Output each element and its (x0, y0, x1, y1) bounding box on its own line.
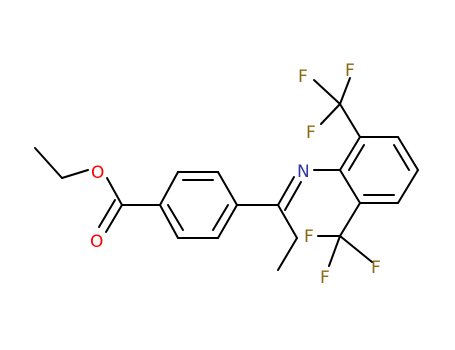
ester-group (98, 177, 161, 233)
bond-o-carbonyl-c (106, 177, 123, 206)
bond-cf3-top-f3 (320, 103, 341, 125)
ring2-inner-2 (393, 144, 410, 171)
bottom-cf3-group (317, 202, 373, 267)
bond-cf3-bottom-f3 (339, 235, 373, 263)
bond-ring-cf3-top (339, 103, 361, 138)
atom-o-ester: O (91, 163, 104, 183)
atom-f-bottom-3: F (371, 258, 381, 278)
ethyl-group (34, 147, 89, 179)
ring1-bond-4 (217, 204, 238, 239)
aryl-ring (339, 136, 419, 204)
atom-f-top-1: F (298, 67, 308, 87)
atom-f-bottom-1: F (304, 227, 314, 247)
ring2-inner-1 (348, 144, 365, 171)
bond-imine-double-b (284, 181, 302, 211)
atom-f-bottom-2: F (320, 268, 330, 288)
ring2-bond-1 (339, 136, 361, 171)
bond-carbonyl-double-a (105, 204, 123, 233)
ring1-bond-3 (217, 171, 238, 206)
atom-f-top-3: F (306, 123, 316, 143)
bond-ch2-o (61, 169, 89, 179)
ring1-inner-3 (167, 204, 184, 231)
benzoate-ring (159, 171, 238, 239)
bond-cf3-bottom-f2 (328, 235, 341, 267)
ring1-inner-2 (212, 204, 229, 231)
atom-f-top-2: F (345, 61, 355, 81)
ring2-bond-6 (339, 169, 361, 204)
bond-ch2-ch3 (277, 237, 298, 271)
bond-cf3-top-f1 (313, 79, 341, 105)
bond-imine-double-a (277, 176, 295, 206)
ring2-bond-4 (397, 169, 419, 204)
top-cf3-group (313, 77, 361, 138)
atom-n-imine: N (297, 162, 310, 182)
ring2-bond-3 (397, 136, 419, 171)
bond-ring-cf3-bottom (339, 202, 361, 237)
atom-o-carbonyl: O (90, 232, 103, 252)
bond-imine-c-ch2 (277, 204, 298, 239)
ring1-bond-1 (159, 171, 179, 206)
bond-carbonyl-double-b (98, 199, 116, 228)
bond-ch3-ch2 (34, 147, 63, 179)
ring1-bond-6 (159, 204, 179, 239)
imine-group (236, 169, 341, 271)
bond-cf3-top-f2 (339, 77, 351, 105)
